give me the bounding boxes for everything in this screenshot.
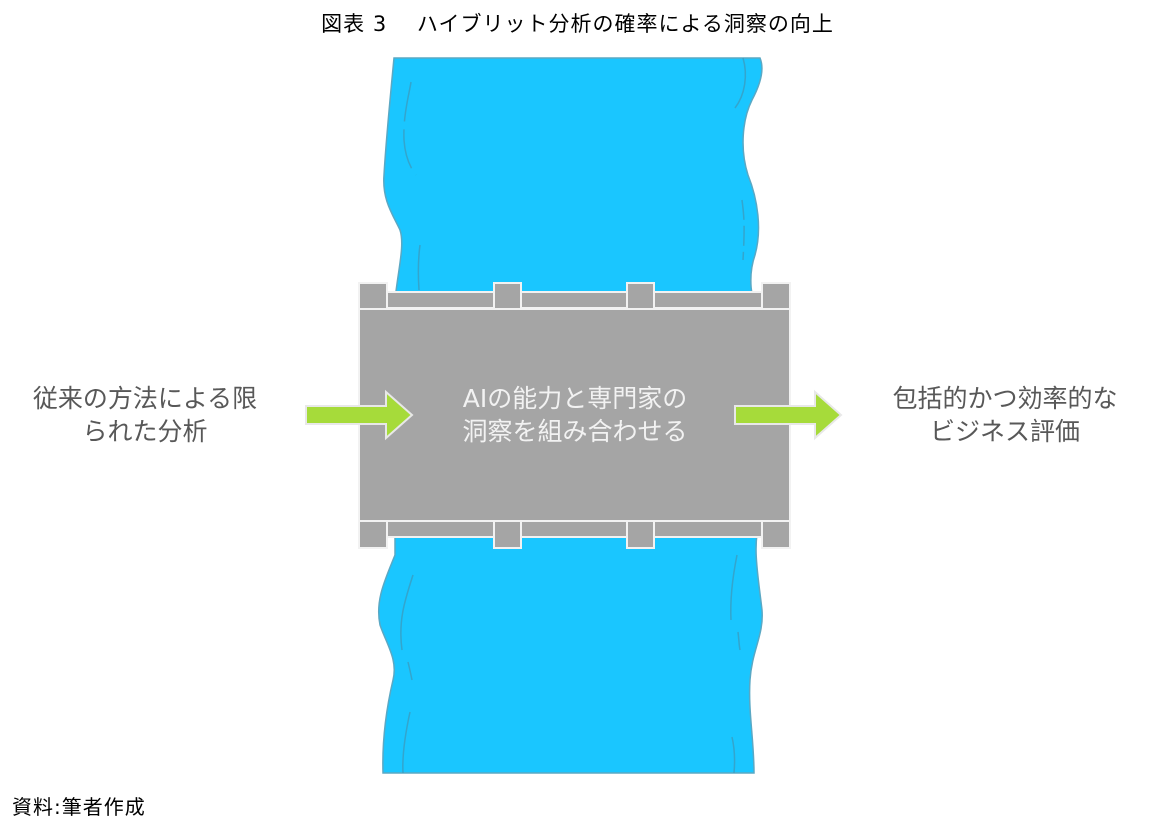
right-arrow-icon <box>734 389 843 441</box>
output-label-line-1: 包括的かつ効率的な <box>892 384 1118 413</box>
figure-title: 図表 3 ハイブリット分析の確率による洞察の向上 <box>321 12 834 36</box>
bridge-icon <box>358 282 791 549</box>
bridge-label-line-2: 洞察を組み合わせる <box>462 417 688 446</box>
bridge-label-line-1: AIの能力と専門家の <box>462 384 688 413</box>
input-label: 従来の方法による限 られた分析 <box>0 382 290 448</box>
bridge-label: AIの能力と専門家の 洞察を組み合わせる <box>360 382 790 448</box>
source-note: 資料:筆者作成 <box>12 795 146 819</box>
input-label-line-1: 従来の方法による限 <box>32 384 258 413</box>
input-label-line-2: られた分析 <box>82 417 208 446</box>
output-label-line-2: ビジネス評価 <box>929 417 1080 446</box>
output-label: 包括的かつ効率的な ビジネス評価 <box>855 382 1155 448</box>
left-arrow-icon <box>305 389 414 441</box>
